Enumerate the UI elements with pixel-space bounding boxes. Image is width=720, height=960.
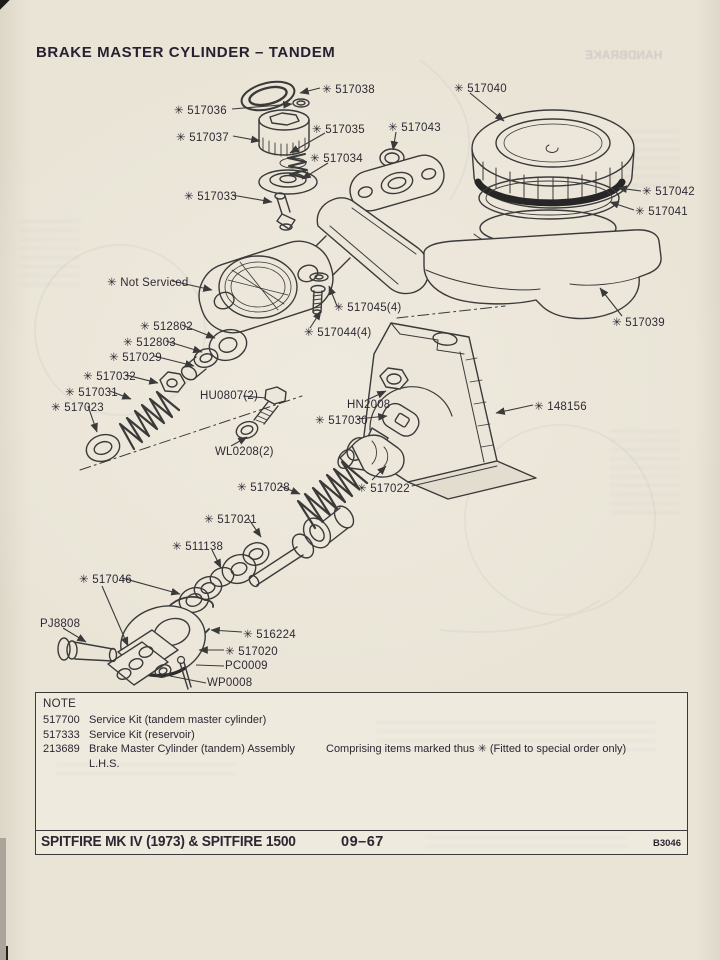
- label-517036: ✳ 517036: [174, 105, 227, 117]
- note-part-description: Service Kit (reservoir): [89, 728, 195, 741]
- note-part-extra: Comprising items marked thus ✳ (Fitted t…: [326, 743, 627, 755]
- note-part-number: 517333: [43, 728, 80, 741]
- label-pj8808: PJ8808: [40, 618, 81, 630]
- page-title: BRAKE MASTER CYLINDER – TANDEM: [36, 44, 336, 61]
- label-517037: ✳ 517037: [176, 132, 229, 144]
- label-517031: ✳ 517031: [65, 387, 118, 399]
- label-517020: ✳ 517020: [225, 646, 278, 658]
- label-517028: ✳ 517028: [237, 482, 290, 494]
- page-edge-shadow: [0, 838, 6, 960]
- note-row: 517700 Service Kit (tandem master cylind…: [43, 713, 683, 728]
- label-511138: ✳ 511138: [172, 541, 224, 553]
- label-517029: ✳ 517029: [109, 352, 162, 364]
- label-148156: ✳ 148156: [534, 401, 587, 413]
- label-517038: ✳ 517038: [322, 84, 375, 96]
- footer-page-code: 09–67: [341, 834, 384, 850]
- note-rows: 517700 Service Kit (tandem master cylind…: [43, 713, 683, 771]
- label-wp0008: WP0008: [207, 677, 253, 689]
- bleed-through-smudge: [376, 721, 656, 757]
- bleed-through-smudge: [20, 220, 80, 290]
- label-not-serviced: ✳ Not Serviced: [107, 277, 189, 289]
- label-517039: ✳ 517039: [612, 317, 665, 329]
- note-row: 213689 Brake Master Cylinder (tandem) As…: [43, 742, 683, 771]
- exploded-diagram: [34, 59, 662, 690]
- note-part-number: 517700: [43, 714, 80, 726]
- label-517032: ✳ 517032: [83, 371, 136, 383]
- part-drawings: [57, 80, 662, 690]
- label-517042: ✳ 517042: [642, 186, 695, 198]
- note-part-description: Service Kit (tandem master cylinder): [89, 714, 267, 726]
- label-517023: ✳ 517023: [51, 402, 104, 414]
- note-row: 517333 Service Kit (reservoir): [43, 728, 683, 743]
- label-517043: ✳ 517043: [388, 122, 441, 134]
- leader-lines: [62, 87, 642, 684]
- label-512803: ✳ 512803: [123, 337, 176, 349]
- label-516224: ✳ 516224: [243, 629, 296, 641]
- label-517030: ✳ 517030: [315, 415, 368, 427]
- footer-model-title: SPITFIRE MK IV (1973) & SPITFIRE 1500: [41, 834, 296, 850]
- label-517046: ✳ 517046: [79, 574, 132, 586]
- note-part-number: 213689: [43, 743, 80, 755]
- label-517022: ✳ 517022: [357, 483, 410, 495]
- label-hu0807: HU0807(2): [200, 390, 259, 402]
- note-box: NOTE 517700 Service Kit (tandem master c…: [35, 692, 688, 855]
- label-wl0208: WL0208(2): [215, 446, 274, 458]
- label-517040: ✳ 517040: [454, 83, 507, 95]
- bleed-through-art: [34, 59, 656, 633]
- note-heading: NOTE: [43, 698, 77, 710]
- label-517041: ✳ 517041: [635, 206, 688, 218]
- label-517034: ✳ 517034: [310, 153, 363, 165]
- label-pc0009: PC0009: [225, 660, 268, 672]
- label-hn2008: HN2008: [347, 399, 391, 411]
- label-517021: ✳ 517021: [204, 514, 257, 526]
- label-517035: ✳ 517035: [312, 124, 365, 136]
- bleed-through-smudge: [610, 430, 680, 520]
- note-part-description: Brake Master Cylinder (tandem) Assembly …: [89, 743, 296, 770]
- bleed-through-smudge: [56, 763, 236, 777]
- bleed-through-smudge: [426, 836, 626, 849]
- label-512802: ✳ 512802: [140, 321, 193, 333]
- footer: SPITFIRE MK IV (1973) & SPITFIRE 1500 09…: [36, 830, 687, 854]
- page-corner-mark: [0, 0, 12, 20]
- label-517045: ✳ 517045(4): [334, 302, 402, 314]
- label-517033: ✳ 517033: [184, 191, 237, 203]
- footer-doc-ref: B3046: [653, 838, 681, 849]
- label-517044: ✳ 517044(4): [304, 327, 372, 339]
